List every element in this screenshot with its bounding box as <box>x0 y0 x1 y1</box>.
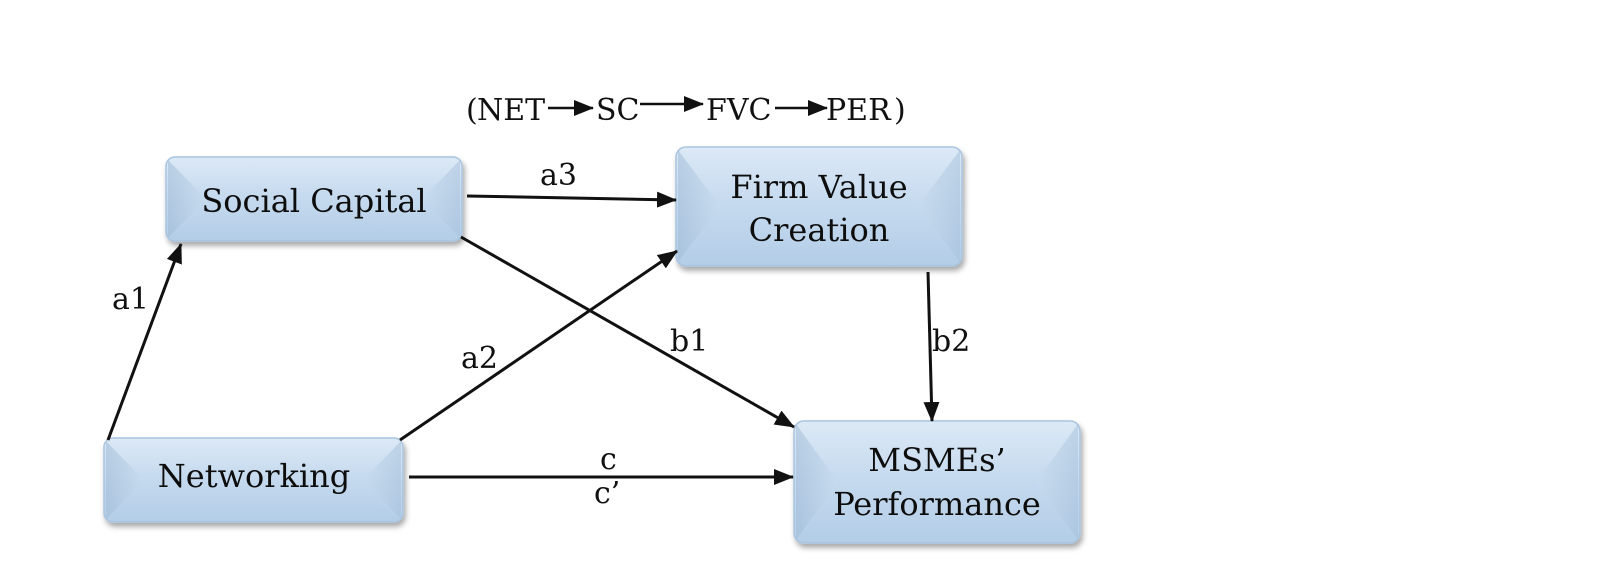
node-firm-value-creation: Firm Value Creation <box>675 146 963 267</box>
heading-open-paren: ( <box>466 93 478 128</box>
label-c-prime: c’ <box>594 476 620 511</box>
arrow-a2 <box>399 249 678 442</box>
node-networking: Networking <box>103 437 404 523</box>
path-heading: ( NET SC FVC PER ) <box>466 93 906 128</box>
node-firm-value-creation-line-2: Creation <box>749 211 890 249</box>
arrow-a1 <box>106 243 183 441</box>
node-msmes-performance-line-1: MSMEs’ <box>868 441 1005 479</box>
heading-close-paren: ) <box>894 93 906 128</box>
node-firm-value-creation-line-1: Firm Value <box>730 168 907 206</box>
arrows <box>106 191 940 485</box>
heading-step-sc: SC <box>596 93 640 128</box>
node-msmes-performance-line-2: Performance <box>833 485 1041 523</box>
node-msmes-performance: MSMEs’ Performance <box>793 420 1081 544</box>
label-b1: b1 <box>670 324 708 359</box>
node-social-capital: Social Capital <box>165 156 463 242</box>
node-social-capital-label: Social Capital <box>201 182 426 220</box>
label-a2: a2 <box>461 341 498 376</box>
heading-step-fvc: FVC <box>706 93 771 128</box>
label-a3: a3 <box>540 158 577 193</box>
arrow-b2 <box>923 271 940 422</box>
heading-step-per: PER <box>826 93 892 128</box>
label-a1: a1 <box>112 282 149 317</box>
arrow-a3 <box>466 191 677 208</box>
arrow-b1 <box>460 235 795 429</box>
node-networking-label: Networking <box>158 457 350 495</box>
path-labels: a1 a3 a2 b1 b2 c c’ <box>112 158 970 511</box>
label-b2: b2 <box>932 324 970 359</box>
label-c: c <box>600 442 617 477</box>
heading-step-net: NET <box>477 93 545 128</box>
